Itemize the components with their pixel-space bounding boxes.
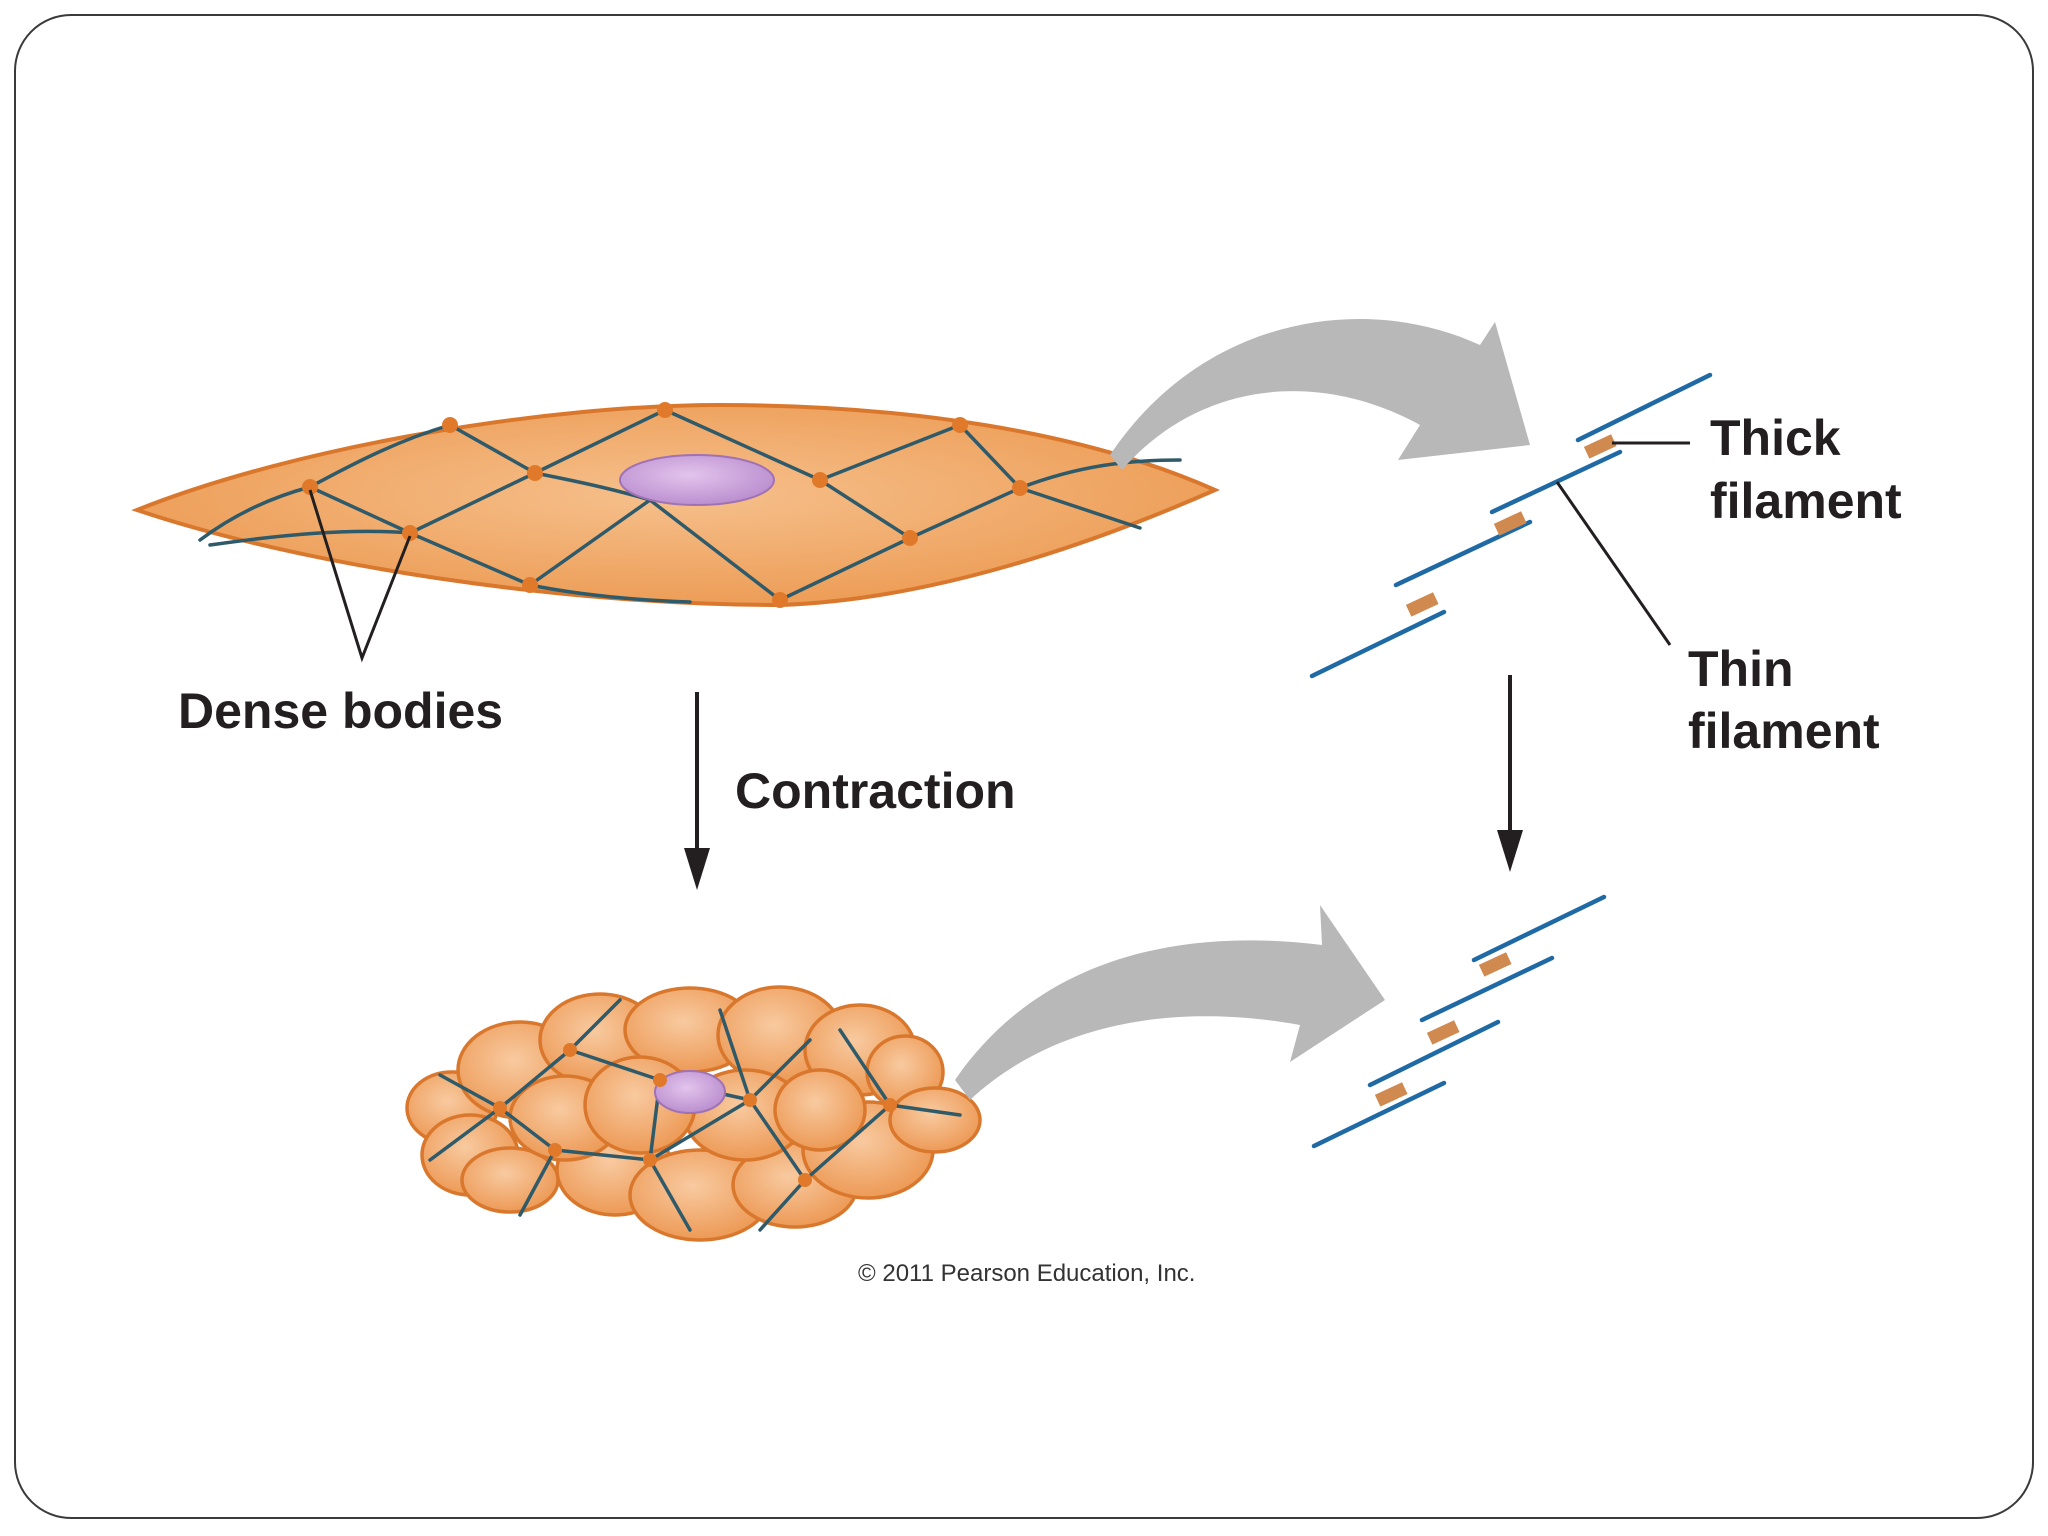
dense-body bbox=[563, 1043, 577, 1057]
relaxed-cell bbox=[131, 402, 1220, 608]
thin-filament bbox=[1367, 1019, 1501, 1088]
dense-body bbox=[522, 577, 538, 593]
thin-filament-label-line1: Thin bbox=[1688, 641, 1794, 697]
myosin-head bbox=[1374, 1082, 1408, 1107]
thin-filament-label-line2: filament bbox=[1688, 703, 1880, 759]
cell-lobe bbox=[773, 1068, 867, 1152]
dense-body bbox=[883, 1098, 897, 1112]
myosin-head bbox=[1478, 952, 1512, 977]
dense-body bbox=[302, 479, 318, 495]
thick-filament-label-line1: Thick bbox=[1710, 410, 1841, 466]
cell-lobe bbox=[888, 1086, 982, 1154]
thin-filaments-relaxed bbox=[1309, 372, 1713, 679]
myosin-heads-relaxed bbox=[1405, 434, 1617, 617]
myosin-heads-contracted bbox=[1374, 952, 1512, 1107]
copyright-text: © 2011 Pearson Education, Inc. bbox=[858, 1260, 1195, 1287]
dense-body bbox=[743, 1093, 757, 1107]
dense-body bbox=[493, 1101, 507, 1115]
myosin-head bbox=[1405, 592, 1439, 617]
contracted-filaments bbox=[1311, 894, 1607, 1149]
relaxed-cell-nucleus bbox=[619, 454, 775, 506]
dense-body bbox=[402, 525, 418, 541]
contraction-label: Contraction bbox=[735, 763, 1016, 819]
thick-filament-label-line2: filament bbox=[1710, 473, 1902, 529]
contracted-cell-network bbox=[428, 998, 962, 1232]
myosin-head bbox=[1583, 434, 1617, 459]
thin-filament bbox=[1471, 894, 1607, 963]
curved-arrow-bottom bbox=[955, 905, 1385, 1100]
curved-arrow-top bbox=[1110, 318, 1530, 470]
thin-filament-pointer bbox=[1555, 481, 1672, 646]
slide-frame bbox=[14, 14, 2034, 1519]
thin-filament bbox=[1393, 519, 1533, 588]
dense-body bbox=[527, 465, 543, 481]
dense-body bbox=[548, 1143, 562, 1157]
contracted-cell bbox=[405, 985, 982, 1242]
contraction-arrow-right bbox=[1497, 675, 1523, 872]
relaxed-cell-network bbox=[198, 408, 1182, 604]
dense-body bbox=[657, 402, 673, 418]
contracted-dense-bodies bbox=[493, 1043, 897, 1187]
dense-body bbox=[798, 1173, 812, 1187]
dense-body bbox=[812, 472, 828, 488]
dense-body bbox=[643, 1153, 657, 1167]
thin-filament bbox=[1309, 609, 1447, 679]
myosin-head bbox=[1493, 511, 1527, 536]
thin-filaments-contracted bbox=[1311, 894, 1607, 1149]
contraction-arrow-left bbox=[684, 692, 710, 890]
dense-bodies-label: Dense bodies bbox=[178, 683, 503, 739]
dense-body bbox=[952, 417, 968, 433]
myosin-head bbox=[1426, 1020, 1460, 1045]
thin-filament bbox=[1489, 449, 1623, 515]
dense-body bbox=[653, 1073, 667, 1087]
relaxed-filaments bbox=[1309, 372, 1713, 679]
thin-filament bbox=[1311, 1080, 1447, 1149]
relaxed-dense-bodies bbox=[302, 402, 1028, 608]
thin-filament bbox=[1419, 955, 1555, 1023]
dense-body bbox=[902, 530, 918, 546]
thin-filament bbox=[1575, 372, 1713, 443]
dense-body bbox=[1012, 480, 1028, 496]
dense-body bbox=[442, 417, 458, 433]
contracted-cell-nucleus bbox=[654, 1070, 726, 1114]
dense-bodies-pointer bbox=[308, 489, 412, 663]
dense-body bbox=[772, 592, 788, 608]
